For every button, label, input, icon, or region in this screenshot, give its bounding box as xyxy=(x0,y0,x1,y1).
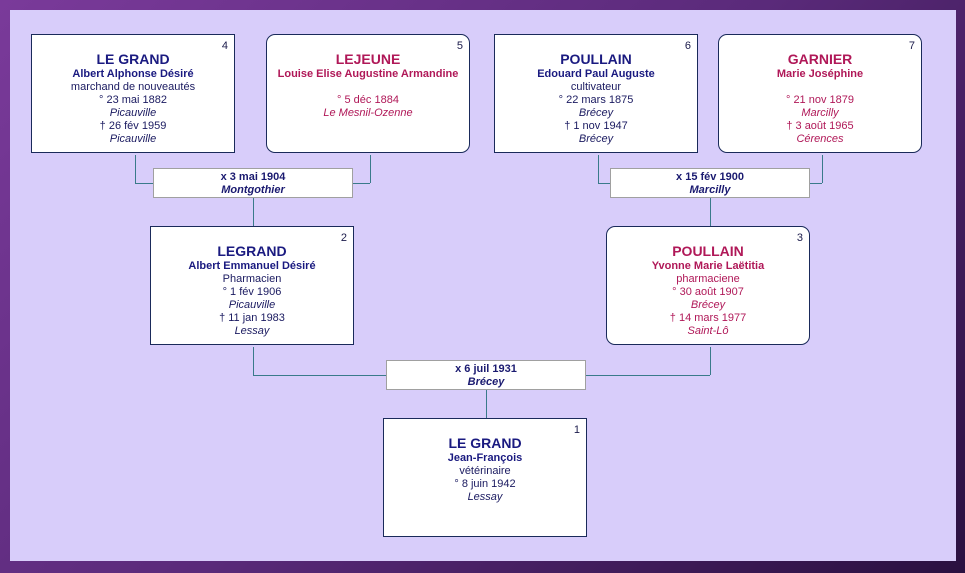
place: Cérences xyxy=(796,133,844,145)
occupation xyxy=(267,81,469,94)
given-names: Yvonne Marie Laëtitia xyxy=(651,260,765,272)
given-names: Edouard Paul Auguste xyxy=(537,68,655,80)
given-names: Marie Joséphine xyxy=(776,68,864,80)
place: Lessay xyxy=(467,491,503,503)
connector-line xyxy=(486,390,487,418)
connector-line xyxy=(253,347,254,375)
marriage-place: Montgothier xyxy=(221,184,285,196)
sosa-number: 2 xyxy=(340,232,347,244)
sosa-number: 1 xyxy=(573,424,580,436)
connector-line xyxy=(822,155,823,183)
marriage-place: Brécey xyxy=(467,376,505,388)
occupation xyxy=(719,81,921,94)
event-date: † 26 fév 1959 xyxy=(99,120,167,132)
event-date: ° 1 fév 1906 xyxy=(222,286,282,298)
place: Picauville xyxy=(109,133,157,145)
event-date: ° 21 nov 1879 xyxy=(785,94,854,106)
occupation: cultivateur xyxy=(570,81,622,93)
place: Lessay xyxy=(234,325,270,337)
surname: GARNIER xyxy=(787,51,853,67)
event-date: † 3 août 1965 xyxy=(786,120,854,132)
surname: LEJEUNE xyxy=(335,51,401,67)
occupation: vétérinaire xyxy=(459,465,511,477)
event-date: ° 23 mai 1882 xyxy=(99,94,167,106)
connector-line xyxy=(135,183,153,184)
sosa-number: 7 xyxy=(908,40,915,52)
event-date: † 1 nov 1947 xyxy=(564,120,628,132)
given-names: Albert Emmanuel Désiré xyxy=(188,260,316,272)
given-names: Louise Elise Augustine Armandine xyxy=(277,68,459,80)
connector-line xyxy=(370,155,371,183)
event-date: † 11 jan 1983 xyxy=(219,312,285,324)
sosa-number: 3 xyxy=(796,232,803,244)
place: Picauville xyxy=(109,107,157,119)
connector-line xyxy=(253,375,386,376)
marriage-box[interactable]: x 3 mai 1904 Montgothier xyxy=(153,168,353,198)
marriage-date: x 3 mai 1904 xyxy=(220,171,286,183)
place: Saint-Lô xyxy=(687,325,729,337)
occupation: marchand de nouveautés xyxy=(70,81,196,93)
marriage-box[interactable]: x 6 juil 1931 Brécey xyxy=(386,360,586,390)
connector-line xyxy=(253,198,254,226)
connector-line xyxy=(353,183,370,184)
event-date: † 14 mars 1977 xyxy=(669,312,747,324)
marriage-date: x 15 fév 1900 xyxy=(676,171,744,183)
event-date: ° 30 août 1907 xyxy=(672,286,744,298)
event-date: ° 22 mars 1875 xyxy=(558,94,634,106)
occupation: Pharmacien xyxy=(222,273,282,285)
place: Brécey xyxy=(578,107,614,119)
surname: POULLAIN xyxy=(672,243,744,259)
surname: LE GRAND xyxy=(448,435,522,451)
marriage-place: Marcilly xyxy=(689,184,731,196)
marriage-box[interactable]: x 15 fév 1900 Marcilly xyxy=(610,168,810,198)
connector-line xyxy=(809,183,822,184)
surname: LEGRAND xyxy=(217,243,287,259)
connector-line xyxy=(586,375,710,376)
surname: POULLAIN xyxy=(560,51,632,67)
sosa-number: 5 xyxy=(456,40,463,52)
connector-line xyxy=(598,183,610,184)
marriage-date: x 6 juil 1931 xyxy=(455,363,517,375)
surname: LE GRAND xyxy=(96,51,170,67)
place: Brécey xyxy=(578,133,614,145)
place: Le Mesnil-Ozenne xyxy=(323,107,413,119)
place: Picauville xyxy=(228,299,276,311)
connector-line xyxy=(710,198,711,226)
occupation: pharmaciene xyxy=(676,273,740,285)
event-date: ° 8 juin 1942 xyxy=(454,478,516,490)
given-names: Albert Alphonse Désiré xyxy=(72,68,194,80)
connector-line xyxy=(710,347,711,375)
place: Marcilly xyxy=(801,107,839,119)
connector-line xyxy=(598,155,599,183)
given-names: Jean-François xyxy=(447,452,523,464)
place: Brécey xyxy=(690,299,726,311)
person-box-5[interactable]: 5 LEJEUNE Louise Elise Augustine Armandi… xyxy=(266,34,470,153)
sosa-number: 4 xyxy=(221,40,228,52)
sosa-number: 6 xyxy=(684,40,691,52)
event-date: ° 5 déc 1884 xyxy=(337,94,399,106)
connector-line xyxy=(135,155,136,183)
